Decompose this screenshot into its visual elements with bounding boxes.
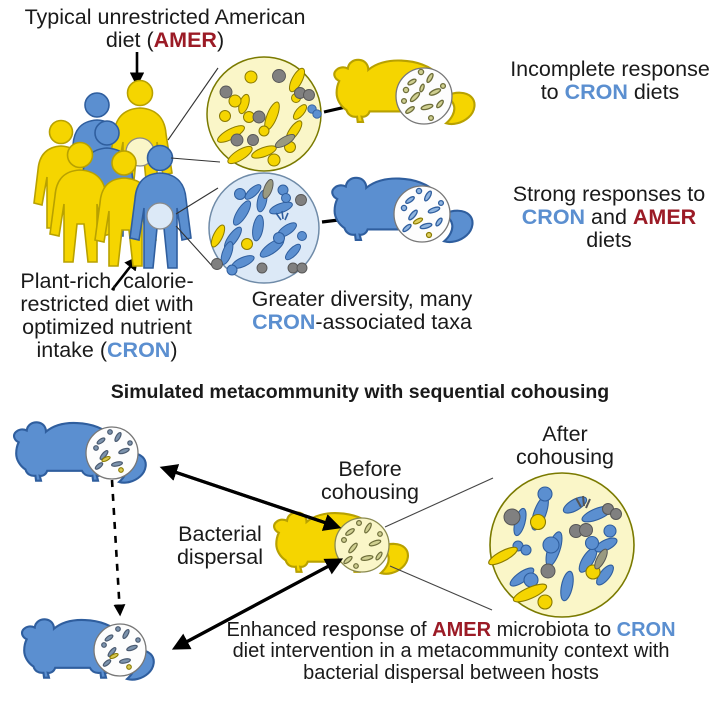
greater-diversity-label: Greater diversity, many CRON-associated … (212, 287, 512, 334)
strong-response-label: Strong responses to CRON and AMER diets (498, 182, 720, 252)
mouse-amer-bottom-center-gut (334, 517, 390, 573)
after-cohousing-label: After cohousing (480, 422, 650, 469)
callout-lines-top (167, 67, 221, 269)
after-line1: After (542, 422, 588, 446)
mouse-cron-top-gut (393, 185, 451, 243)
microbes-after-cohousing (488, 486, 622, 610)
dish-after-cohousing (488, 472, 635, 618)
caption-line1-a: Enhanced response of (226, 619, 433, 641)
cron-label-line4-prefix: intake ( (36, 338, 108, 362)
amer-label-line1: Typical unrestricted American (24, 5, 306, 29)
section-heading: Simulated metacommunity with sequential … (110, 381, 610, 403)
callout-lines-after-cohousing (384, 477, 494, 611)
dish-amer-top (206, 56, 322, 172)
strong-line1: Strong responses to (512, 182, 706, 206)
strong-line2-mid: and (585, 205, 633, 229)
strong-line3: diets (586, 228, 632, 252)
greater-line1: Greater diversity, many (251, 287, 473, 311)
cron-tag: CRON (107, 338, 171, 362)
human-figure-cron-front-right (129, 144, 192, 269)
arrow-yellow-to-upper-blue (159, 464, 339, 529)
incomplete-line1: Incomplete response (510, 57, 710, 81)
gut-highlight-cron (146, 202, 174, 230)
amer-diet-label: Typical unrestricted American diet (AMER… (10, 5, 320, 52)
dashed-dispersal-arrow (110, 479, 126, 617)
caption-line2: diet intervention in a metacommunity con… (232, 640, 670, 663)
incomplete-line2-suffix: diets (627, 80, 680, 104)
amer-label-line2-suffix: ) (216, 28, 225, 52)
microbes-amer-top (217, 67, 322, 167)
amer-label-line2-prefix: diet ( (105, 28, 154, 52)
mouse-cron-bottom-lower-gut (93, 623, 147, 677)
mouse-amer-top-gut (395, 67, 453, 125)
microbes-cron-top (210, 179, 308, 276)
bacterial-dispersal-label: Bacterial dispersal (140, 522, 300, 569)
cron-tag-incomplete: CRON (564, 80, 628, 104)
amer-tag-strong: AMER (632, 205, 697, 229)
before-line2: cohousing (320, 480, 420, 504)
cron-tag-caption: CRON (616, 619, 676, 641)
dispersal-line2: dispersal (176, 545, 264, 569)
bottom-caption: Enhanced response of AMER microbiota to … (185, 619, 717, 684)
caption-line1-b: microbiota to (491, 619, 617, 641)
cron-label-line1: Plant-rich, calorie- (20, 269, 194, 293)
cron-label-line2: restricted diet with (20, 292, 194, 316)
arrow-yellow-to-lower-blue (171, 558, 341, 650)
cron-label-line4-suffix: ) (170, 338, 178, 362)
dispersal-line1: Bacterial (178, 522, 262, 546)
greater-line2-suffix: -associated taxa (315, 310, 472, 334)
cron-tag-greater: CRON (252, 310, 316, 334)
cron-diet-label: Plant-rich, calorie- restricted diet wit… (2, 269, 212, 362)
before-line1: Before (338, 457, 402, 481)
incomplete-line2-prefix: to (540, 80, 565, 104)
incomplete-response-label: Incomplete response to CRON diets (500, 57, 720, 104)
before-cohousing-label: Before cohousing (300, 457, 440, 504)
after-line2: cohousing (515, 445, 615, 469)
caption-line3: bacterial dispersal between hosts (303, 661, 599, 684)
dish-cron-top (208, 172, 320, 284)
cron-tag-strong: CRON (521, 205, 586, 229)
mouse-cron-bottom-upper-gut (85, 426, 139, 480)
amer-tag: AMER (153, 28, 217, 52)
human-population-group (33, 79, 192, 269)
amer-tag-caption: AMER (432, 619, 492, 641)
cron-label-line3: optimized nutrient (22, 315, 192, 339)
